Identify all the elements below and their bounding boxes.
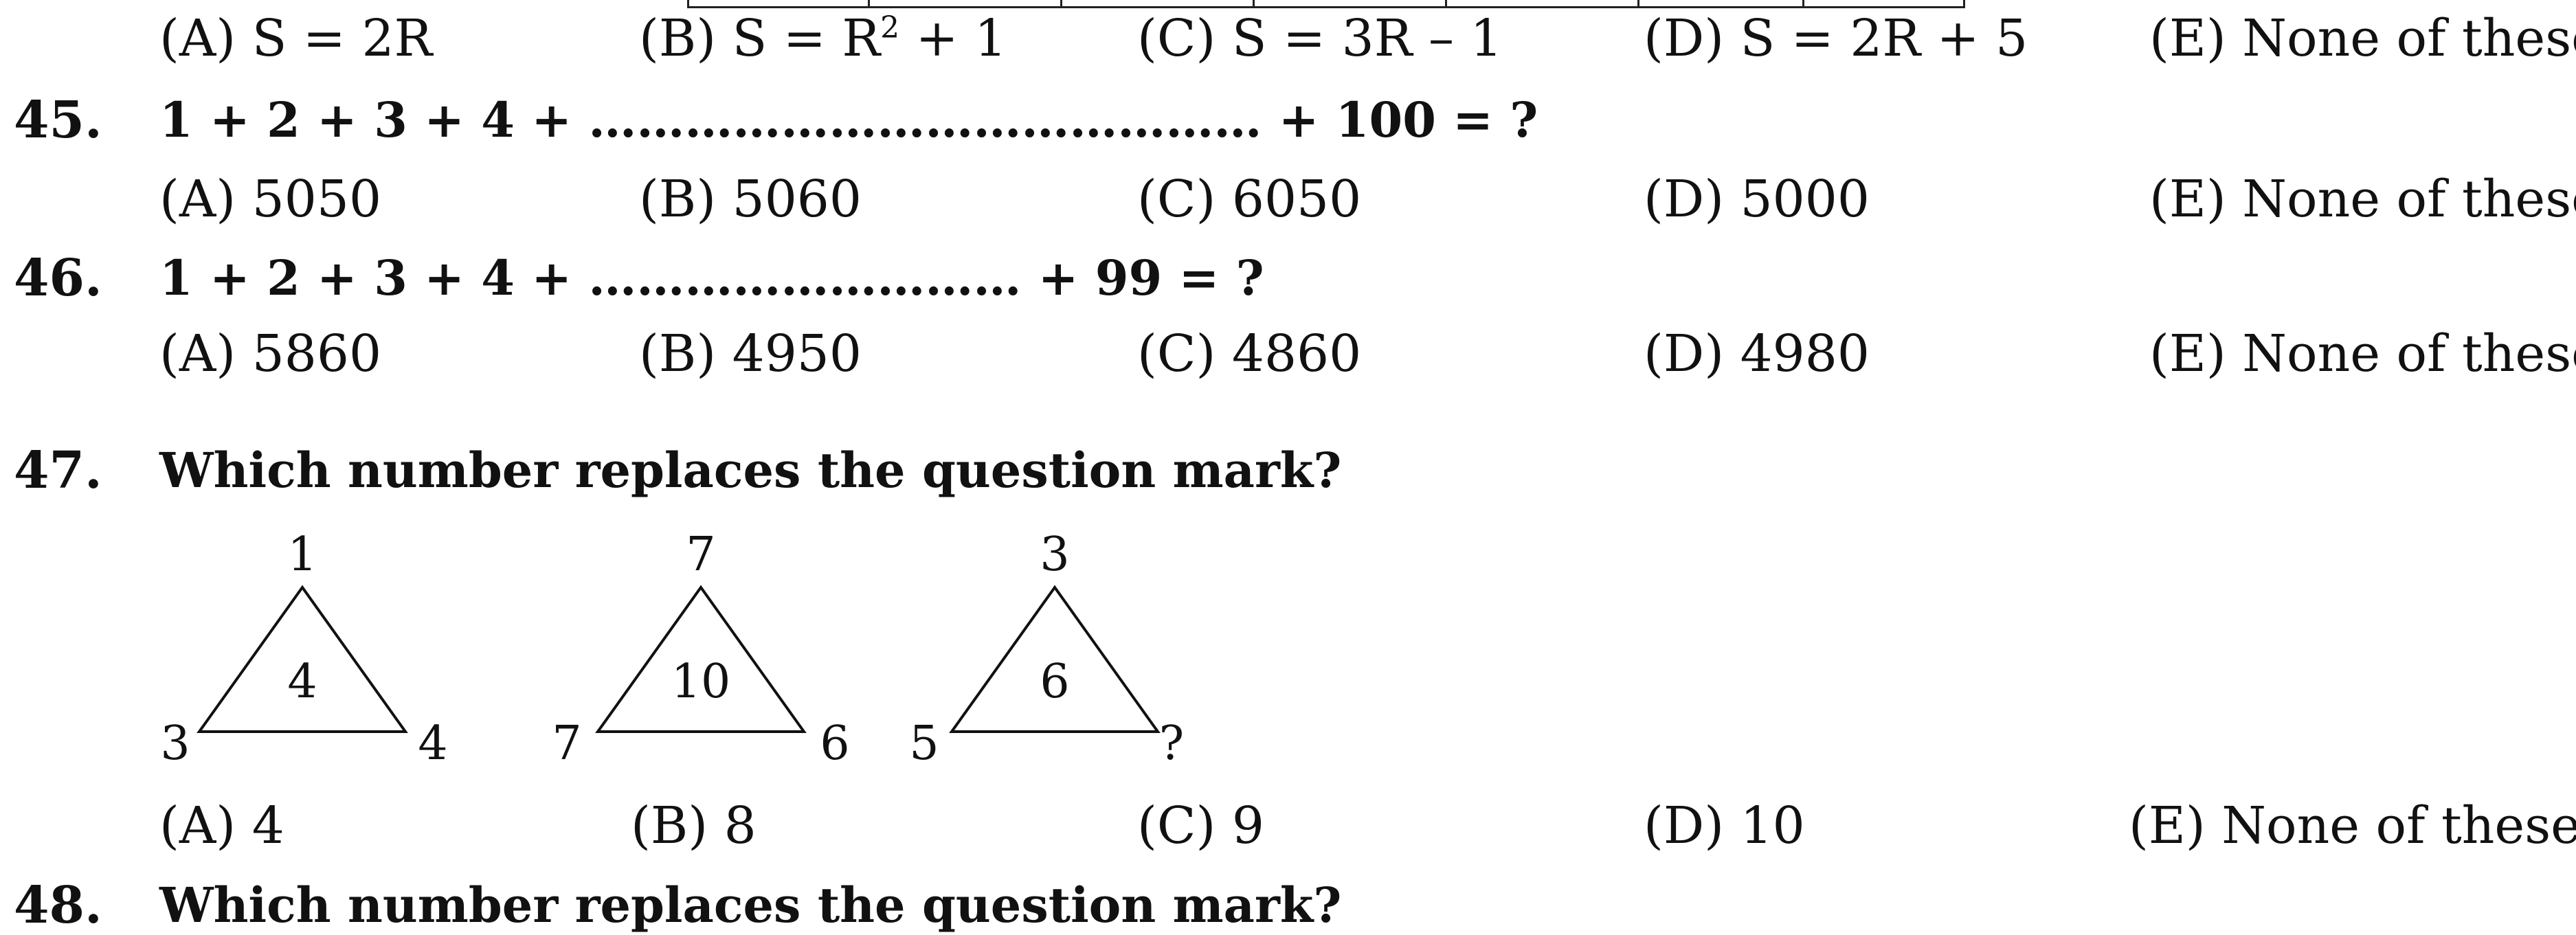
question-text: Which number replaces the question mark?: [159, 442, 1342, 499]
q47-option-a[interactable]: (A) 4: [159, 796, 284, 855]
q47-option-d[interactable]: (D) 10: [1644, 796, 1805, 855]
table-divider: [1802, 0, 1804, 8]
table-divider: [1637, 0, 1639, 8]
triangles-figure: 1 4 3 4 7 10 7 6 3 6 5 ?: [160, 528, 1184, 771]
q45-option-c[interactable]: (C) 6050: [1137, 170, 1362, 229]
question-number: 46.: [14, 249, 102, 308]
table-divider: [1253, 0, 1255, 8]
q44-option-d[interactable]: (D) S = 2R + 5: [1644, 9, 2028, 68]
q47-option-e[interactable]: (E) None of these: [2129, 796, 2576, 855]
triangle-1-center: 4: [287, 655, 317, 709]
question-number: 47.: [14, 441, 102, 500]
triangle-2-left: 7: [552, 717, 581, 771]
q44-option-b-prefix: (B) S = R: [639, 9, 881, 68]
q47-option-c[interactable]: (C) 9: [1137, 796, 1264, 855]
triangle-3-left: 5: [909, 717, 939, 771]
table-divider: [868, 0, 870, 8]
q44-option-b[interactable]: (B) S = R2 + 1: [639, 11, 1007, 66]
question-text: 1 + 2 + 3 + 4 + …………………………………… + 100 = ?: [159, 91, 1538, 148]
q46-option-b[interactable]: (B) 4950: [639, 324, 862, 383]
q44-option-c[interactable]: (C) S = 3R – 1: [1137, 9, 1503, 68]
triangle-3-right: ?: [1159, 717, 1184, 771]
q46-option-d[interactable]: (D) 4980: [1644, 324, 1870, 383]
triangle-1-left: 3: [160, 717, 190, 771]
q45-option-e[interactable]: (E) None of these: [2149, 170, 2576, 229]
triangle-3-top: 3: [1040, 528, 1069, 582]
question-number: 45.: [14, 91, 102, 150]
q45-option-b[interactable]: (B) 5060: [639, 170, 862, 229]
triangle-3: [949, 585, 1161, 733]
triangle-1-top: 1: [287, 528, 317, 582]
triangle-2-center: 10: [671, 655, 731, 709]
triangle-3-center: 6: [1040, 655, 1069, 709]
q45-option-a[interactable]: (A) 5050: [159, 170, 382, 229]
triangle-2: [595, 585, 807, 733]
triangle-2-right: 6: [820, 717, 849, 771]
table-divider: [1445, 0, 1447, 8]
q44-option-a[interactable]: (A) S = 2R: [159, 9, 433, 68]
triangle-1: [197, 585, 408, 733]
question-text: Which number replaces the question mark?: [159, 877, 1342, 934]
q45-option-d[interactable]: (D) 5000: [1644, 170, 1870, 229]
q47-option-b[interactable]: (B) 8: [631, 796, 757, 855]
table-divider: [1060, 0, 1062, 8]
triangle-2-top: 7: [686, 528, 715, 582]
question-number: 48.: [14, 876, 102, 935]
q44-option-b-superscript: 2: [880, 10, 900, 45]
q46-option-e[interactable]: (E) None of these: [2149, 324, 2576, 383]
q46-option-a[interactable]: (A) 5860: [159, 324, 382, 383]
triangle-1-right: 4: [418, 717, 447, 771]
q44-option-b-suffix: + 1: [899, 9, 1007, 68]
q46-option-c[interactable]: (C) 4860: [1137, 324, 1362, 383]
q44-option-e[interactable]: (E) None of these: [2149, 9, 2576, 68]
table-border-fragment: [687, 0, 1965, 8]
question-text: 1 + 2 + 3 + 4 + ……………………… + 99 = ?: [159, 249, 1264, 306]
